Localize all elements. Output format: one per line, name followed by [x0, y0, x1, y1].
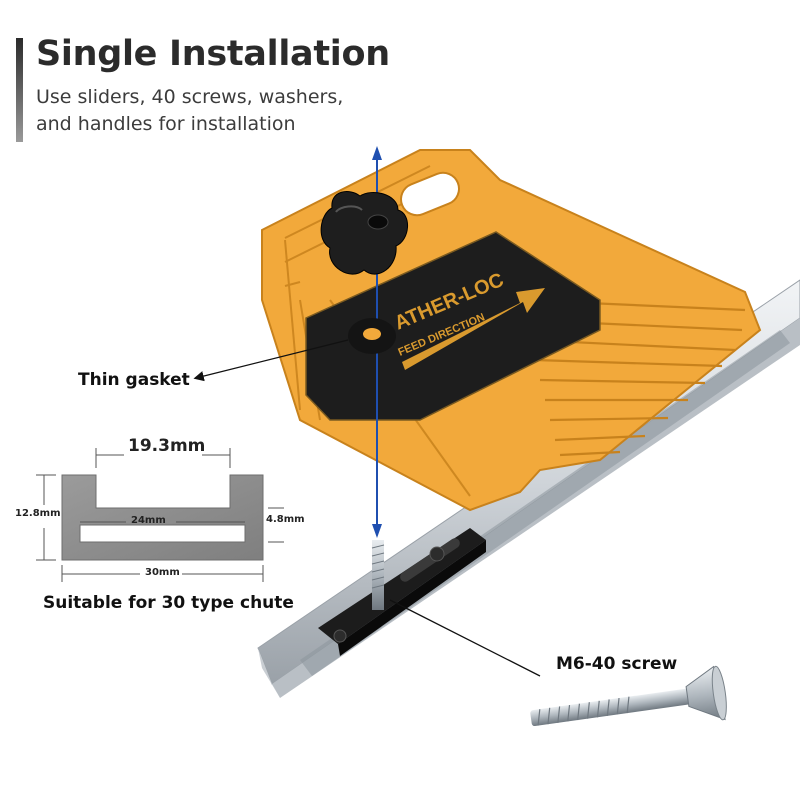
screw-label: M6-40 screw: [556, 654, 678, 674]
slider: [318, 528, 486, 656]
handle-knob: [320, 191, 408, 275]
page-subtitle: Use sliders, 40 screws, washers, and han…: [36, 86, 344, 135]
dimension-outer-width: 30mm: [145, 567, 180, 578]
dimension-depth: 4.8mm: [266, 514, 305, 525]
dimension-lines: [36, 448, 284, 582]
dimension-inner-width: 24mm: [131, 515, 166, 526]
thin-gasket: [348, 318, 396, 354]
gasket-label: Thin gasket: [78, 370, 190, 390]
gasket-leader-line: [193, 339, 349, 382]
screw-leader-line: [389, 599, 541, 677]
page-title: Single Installation: [36, 34, 390, 74]
chute-label: Suitable for 30 type chute: [43, 593, 294, 613]
m6-40-screw: [530, 665, 727, 727]
standing-screw: [371, 540, 385, 610]
dimension-height: 12.8mm: [15, 508, 61, 519]
t-slot-profile: [61, 474, 264, 561]
dimension-top-width: 19.3mm: [128, 436, 206, 456]
header-accent-bar: [16, 38, 23, 142]
